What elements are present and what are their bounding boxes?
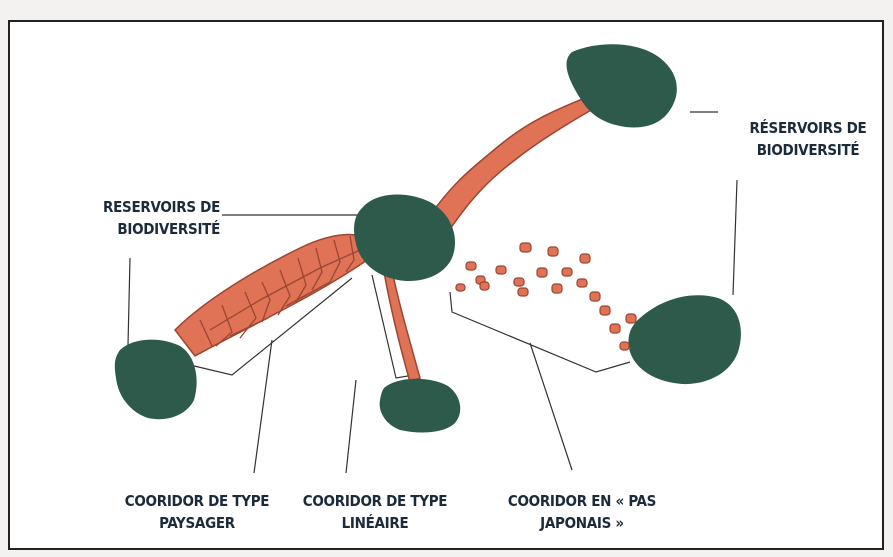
label-corridor-linear: COORIDOR DE TYPE LINÉAIRE [290,490,460,534]
leader-line-linear [346,380,356,473]
reservoir-left [115,340,197,420]
label-corridor-stepping-stones: COORIDOR EN « PAS JAPONAIS » [492,490,672,534]
stepping-stone [600,306,610,315]
leader-line-left-reservoir [128,258,130,345]
linear-corridor-upper [425,95,600,232]
stepping-stone [580,254,590,263]
stepping-stone [520,243,531,252]
leader-line-right-reservoir [733,180,737,295]
stepping-stone [626,314,636,323]
stepping-stones [456,243,636,350]
stepping-stone [577,279,587,287]
stepping-stone [548,247,558,256]
stepping-stone [456,284,465,291]
linear-corridor-lower [384,270,420,382]
stepping-stone [466,262,476,270]
stepping-stone [496,266,506,274]
stepping-stone [562,268,572,276]
bracket-stepping-stones [450,292,630,372]
reservoir-right [628,295,740,384]
leader-line-stepping-stones [530,343,572,470]
stepping-stone [518,288,528,296]
leader-line-landscape [254,340,272,473]
label-reservoir-top-right: RÉSERVOIRS DE BIODIVERSITÉ [735,117,881,161]
label-reservoir-center: RESERVOIRS DE BIODIVERSITÉ [50,196,220,240]
stepping-stone [480,282,489,290]
stepping-stone [590,292,600,301]
reservoir-bottom [380,379,461,433]
stepping-stone [620,342,629,350]
label-corridor-landscape: COORIDOR DE TYPE PAYSAGER [112,490,282,534]
stepping-stone [514,278,524,286]
stepping-stone [552,284,562,293]
stepping-stone [537,268,547,277]
landscape-corridor [175,235,370,357]
stepping-stone [610,324,620,333]
